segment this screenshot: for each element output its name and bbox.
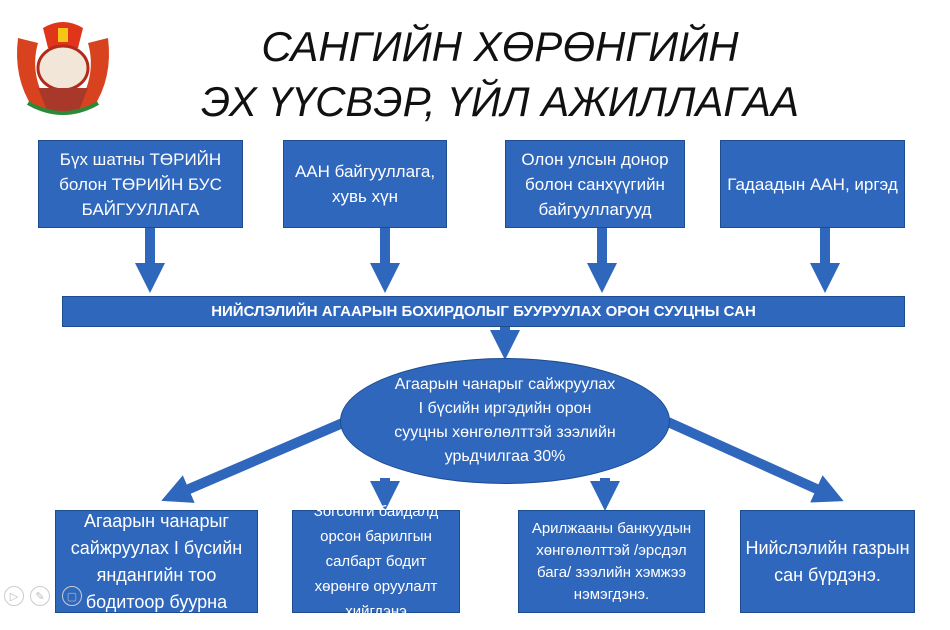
pen-icon[interactable]: ✎: [30, 586, 50, 606]
slide-title-line1: САНГИЙН ХӨРӨНГИЙН: [261, 23, 739, 70]
outcome-box-chimneys: Агаарын чанарыг сайжруулах I бүсийн янда…: [55, 510, 258, 613]
center-ellipse: Агаарын чанарыг сайжруулах I бүсийн иргэ…: [340, 358, 670, 484]
play-icon[interactable]: ▷: [4, 586, 24, 606]
arrow-left-diag: [161, 417, 347, 503]
slides-icon[interactable]: ▢: [62, 586, 82, 606]
emblem-logo: [8, 18, 118, 123]
source-box-donors: Олон улсын донор болон санхүүгийн байгуу…: [505, 140, 685, 228]
slide-title-line2: ЭХ ҮҮСВЭР, ҮЙЛ АЖИЛЛАГАА: [200, 78, 800, 125]
outcome-box-construction: Зогсонги байдалд орсон барилгын салбарт …: [292, 503, 460, 620]
source-box-foreign: Гадаадын ААН, иргэд: [720, 140, 905, 228]
arrow-right-diag: [665, 417, 844, 503]
source-box-companies: ААН байгууллага, хувь хүн: [283, 140, 447, 228]
fund-bar: НИЙСЛЭЛИЙН АГААРЫН БОХИРДОЛЫГ БУУРУУЛАХ …: [62, 296, 905, 327]
source-box-state-orgs: Бүх шатны ТӨРИЙН болон ТӨРИЙН БУС БАЙГУУ…: [38, 140, 243, 228]
outcome-box-land: Нийслэлийн газрын сан бүрдэнэ.: [740, 510, 915, 613]
outcome-box-banks: Арилжааны банкуудын хөнгөлөлттэй /эрсдэл…: [518, 510, 705, 613]
